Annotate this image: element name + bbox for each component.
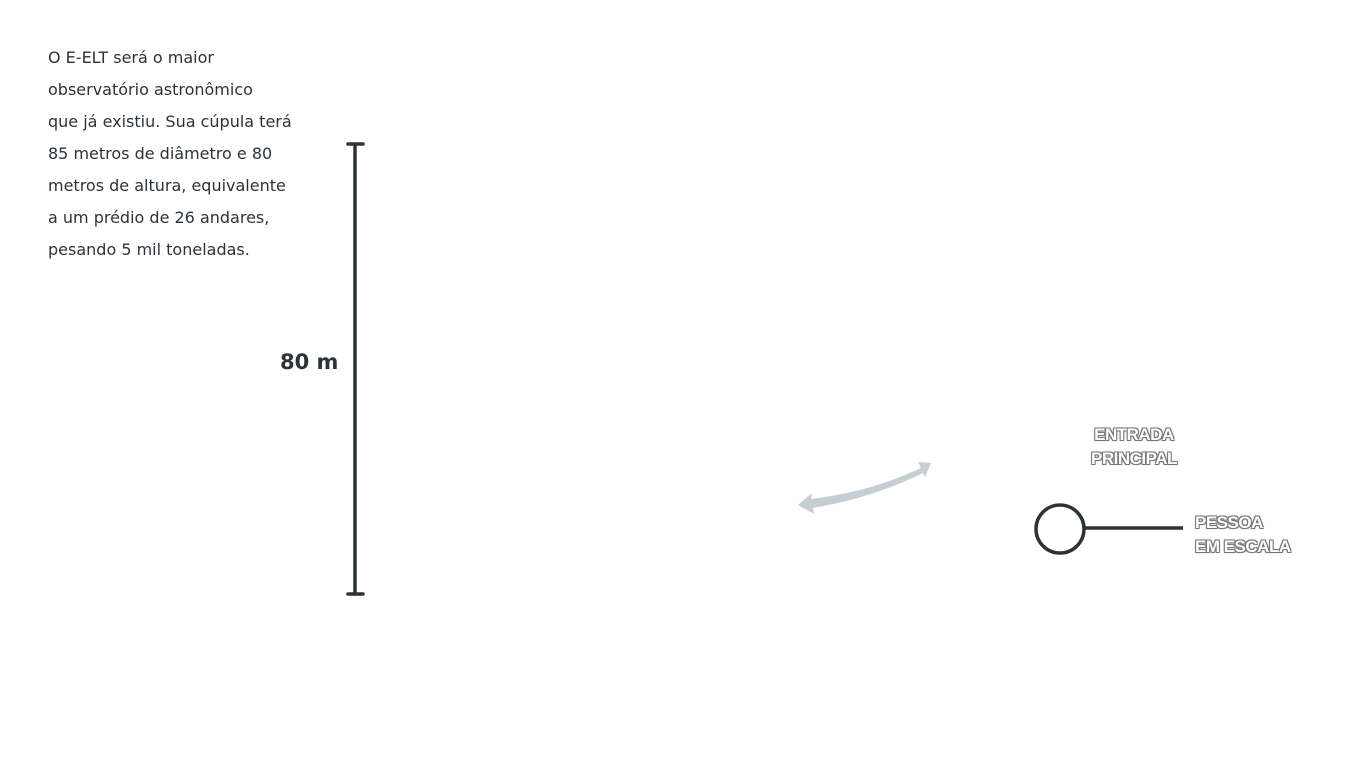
rotation-arrow-icon [798, 462, 931, 514]
description-line: O E-ELT será o maior [48, 48, 214, 67]
description-line: observatório astronômico [48, 80, 253, 99]
description-text: O E-ELT será o maior observatório astron… [48, 42, 308, 266]
description-line: a um prédio de 26 andares, [48, 208, 270, 227]
person-label-line: PESSOA [1195, 513, 1263, 532]
entrance-label-line: PRINCIPAL [1091, 449, 1177, 468]
person-label: PESSOA EM ESCALA [1195, 511, 1291, 559]
person-label-line: EM ESCALA [1195, 537, 1291, 556]
description-line: pesando 5 mil toneladas. [48, 240, 250, 259]
description-line: 85 metros de diâmetro e 80 [48, 144, 273, 163]
entrance-label: ENTRADA PRINCIPAL [1091, 423, 1177, 471]
description-line: que já existiu. Sua cúpula terá [48, 112, 292, 131]
entrance-label-line: ENTRADA [1094, 425, 1174, 444]
height-scale-label: 80 m [280, 350, 339, 374]
person-scale-icon [1034, 503, 1183, 555]
description-line: metros de altura, equivalente [48, 176, 286, 195]
height-scale-bar [346, 142, 365, 596]
